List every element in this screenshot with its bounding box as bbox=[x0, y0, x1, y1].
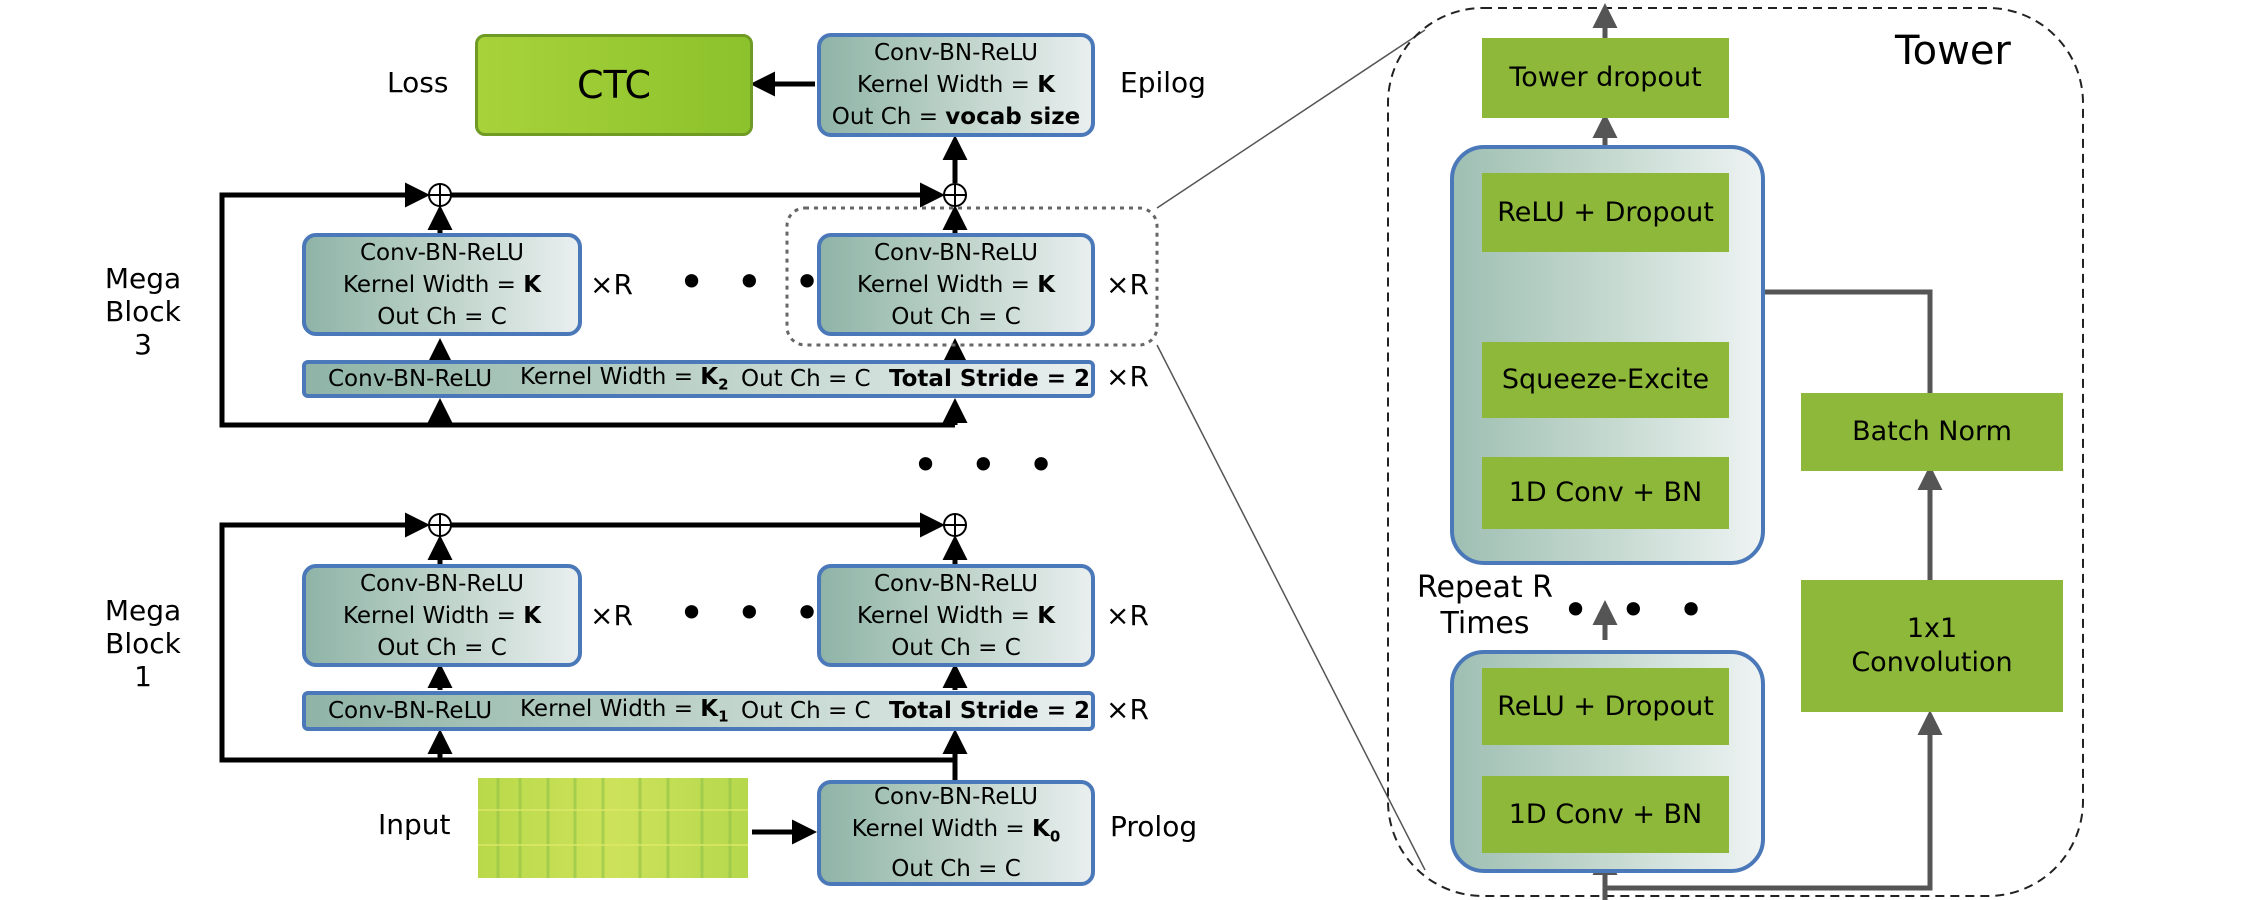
mb3-stride-strip: Conv-BN-ReLU Kernel Width = K2 Out Ch = … bbox=[302, 360, 1095, 398]
epilog-line2: Kernel Width = K bbox=[856, 72, 1056, 98]
zoom-line-bottom bbox=[1156, 344, 1426, 871]
mb3-strip-outch: Out Ch = C bbox=[741, 366, 871, 392]
mb3-left-repeat: ×R bbox=[590, 268, 633, 301]
mb1-ellipsis: • • • bbox=[678, 586, 829, 640]
sum-node-mb1-left bbox=[428, 513, 452, 537]
between-blocks-ellipsis: • • • bbox=[912, 438, 1063, 492]
epilog-line3: Out Ch = vocab size bbox=[831, 104, 1081, 130]
zoom-line-top bbox=[1156, 29, 1426, 209]
relu-dropout-box-top: ReLU + Dropout bbox=[1482, 173, 1729, 252]
sum-node-mb3-right bbox=[943, 183, 967, 207]
mb1-strip-stride: Total Stride = 2 bbox=[889, 698, 1090, 724]
mega-block-1-skip-path bbox=[219, 512, 968, 845]
prolog-box: Conv-BN-ReLU Kernel Width = K0 Out Ch = … bbox=[817, 780, 1095, 886]
tower-title: Tower bbox=[1895, 28, 2011, 74]
mb1-block-right: Conv-BN-ReLU Kernel Width = K Out Ch = C bbox=[817, 564, 1095, 667]
prolog-label: Prolog bbox=[1110, 810, 1198, 843]
mb3-block-right: Conv-BN-ReLU Kernel Width = K Out Ch = C bbox=[817, 233, 1095, 336]
tower-dropout-box: Tower dropout bbox=[1482, 38, 1729, 118]
mb1-strip-repeat: ×R bbox=[1106, 693, 1149, 726]
mb1-block-left: Conv-BN-ReLU Kernel Width = K Out Ch = C bbox=[302, 564, 582, 667]
selection-highlight bbox=[785, 206, 1159, 347]
mb3-strip-conv: Conv-BN-ReLU bbox=[328, 366, 493, 392]
ctc-box: CTC bbox=[475, 34, 753, 136]
tower-ellipsis: • • • bbox=[1562, 583, 1713, 637]
mb3-block-left: Conv-BN-ReLU Kernel Width = K Out Ch = C bbox=[302, 233, 582, 336]
sum-node-mb1-right bbox=[943, 513, 967, 537]
batch-norm-box: Batch Norm bbox=[1801, 393, 2063, 471]
mb1-strip-outch: Out Ch = C bbox=[741, 698, 871, 724]
loss-label: Loss bbox=[387, 66, 449, 99]
mb1-right-repeat: ×R bbox=[1106, 599, 1149, 632]
epilog-box: Conv-BN-ReLU Kernel Width = K Out Ch = v… bbox=[817, 33, 1095, 137]
epilog-label: Epilog bbox=[1120, 66, 1206, 99]
input-spectrogram bbox=[478, 778, 748, 878]
epilog-line1: Conv-BN-ReLU bbox=[873, 40, 1039, 66]
mb1-left-repeat: ×R bbox=[590, 599, 633, 632]
mb3-ellipsis: • • • bbox=[678, 255, 829, 309]
mb1-strip-kernel: Kernel Width = K1 bbox=[520, 696, 729, 726]
ctc-label: CTC bbox=[576, 63, 652, 107]
sum-node-mb3-left bbox=[428, 183, 452, 207]
mb1-stride-strip: Conv-BN-ReLU Kernel Width = K1 Out Ch = … bbox=[302, 691, 1095, 731]
squeeze-excite-box: Squeeze-Excite bbox=[1482, 342, 1729, 418]
conv-bn-box-bottom: 1D Conv + BN bbox=[1482, 776, 1729, 853]
mb1-strip-conv: Conv-BN-ReLU bbox=[328, 698, 493, 724]
conv-bn-box-top: 1D Conv + BN bbox=[1482, 457, 1729, 529]
input-label: Input bbox=[378, 808, 451, 841]
mb3-strip-repeat: ×R bbox=[1106, 360, 1149, 393]
mb3-strip-stride: Total Stride = 2 bbox=[889, 366, 1090, 392]
relu-dropout-box-bottom: ReLU + Dropout bbox=[1482, 668, 1729, 745]
mb3-right-repeat: ×R bbox=[1106, 268, 1149, 301]
mb3-strip-kernel: Kernel Width = K2 bbox=[520, 364, 729, 394]
